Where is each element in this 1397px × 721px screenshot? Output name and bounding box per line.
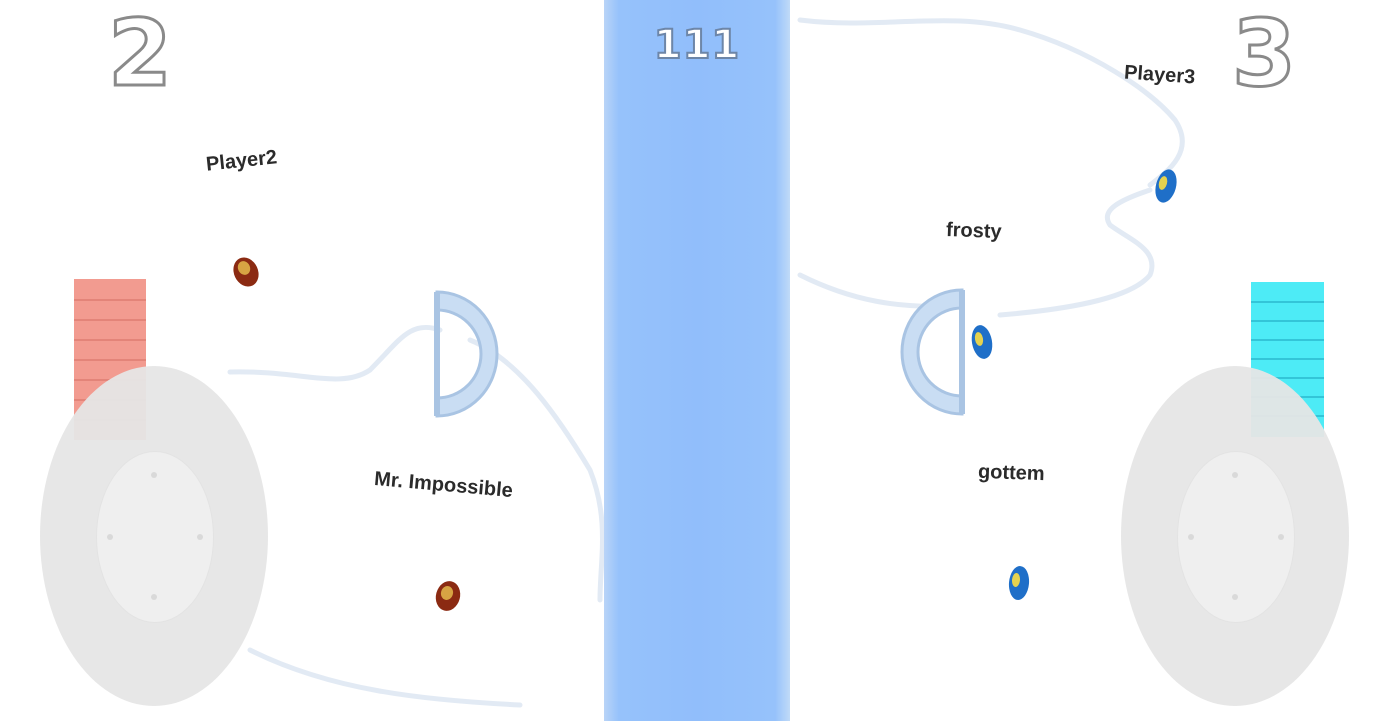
right-joystick[interactable] (1121, 366, 1349, 706)
right-team-score: 3 (1230, 0, 1299, 107)
player-name-player3: Player3 (1123, 61, 1196, 89)
round-timer: 111 (653, 21, 741, 69)
right-joystick-knob[interactable] (1177, 451, 1295, 623)
left-joystick[interactable] (40, 366, 268, 706)
player-name-gottem: gottem (977, 460, 1046, 486)
left-team-score: 2 (106, 0, 175, 107)
player-name-frosty: frosty (945, 219, 1002, 243)
left-joystick-knob[interactable] (96, 451, 214, 623)
center-divider (604, 0, 790, 721)
